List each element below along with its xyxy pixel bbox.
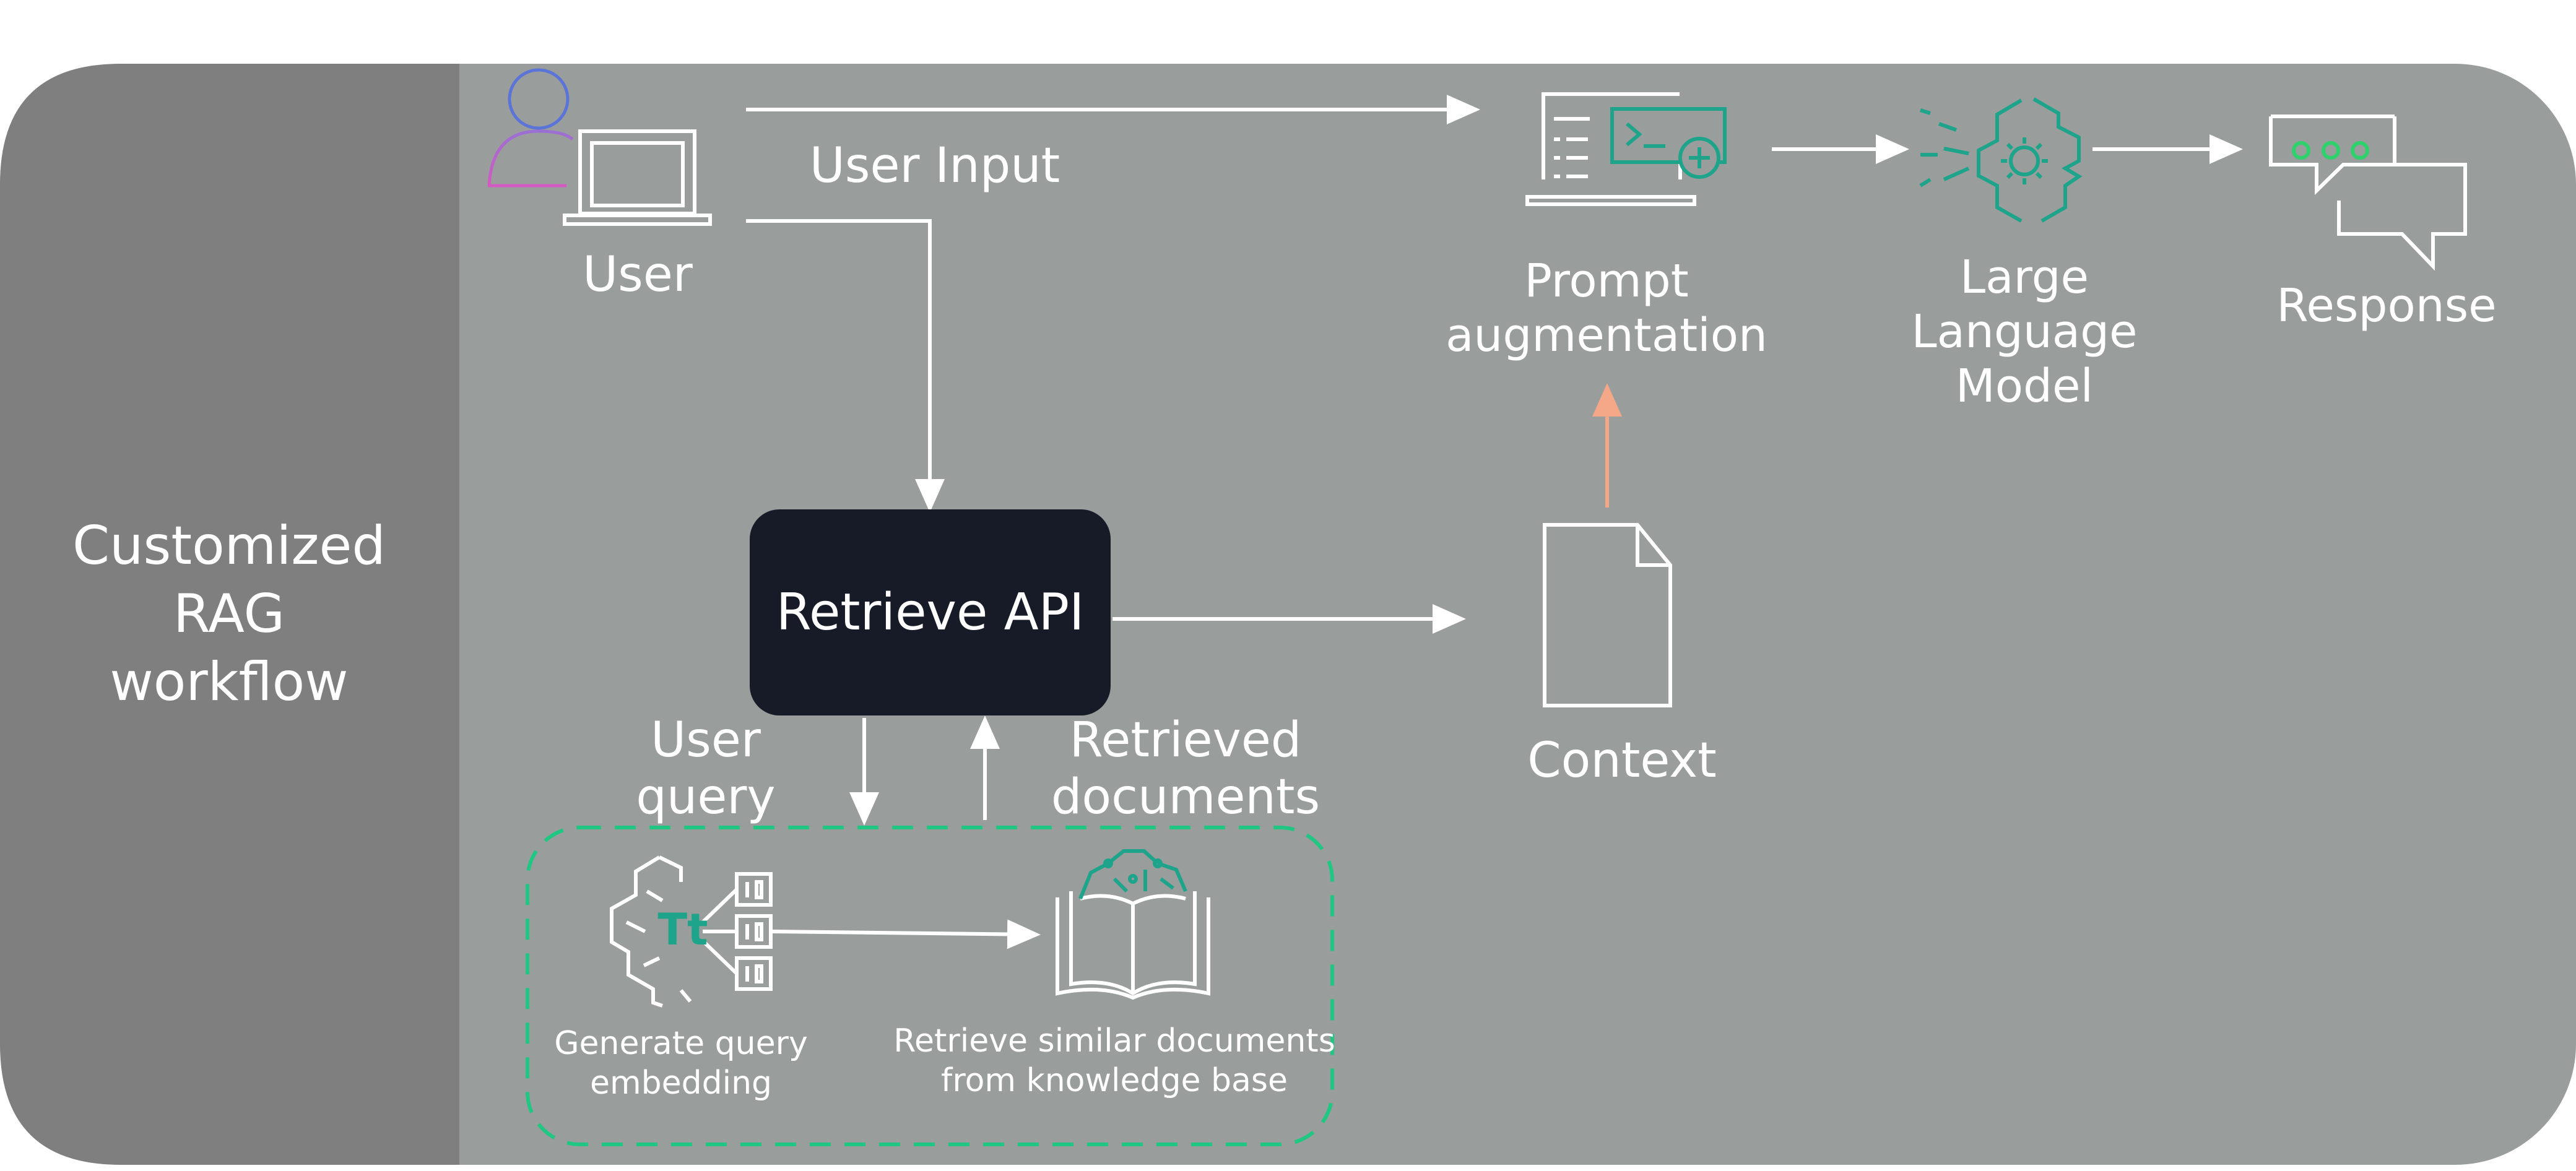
retrieve-similar-label: Retrieve similar documents from knowledg… (885, 1021, 1343, 1100)
generate-line-2: embedding (589, 1065, 773, 1102)
main-panel (0, 64, 2576, 1165)
llm-line-2: Language (1911, 305, 2138, 358)
user-query-line-2: query (636, 769, 776, 825)
retrieve-similar-line-2: from knowledge base (941, 1062, 1288, 1099)
llm-line-3: Model (1955, 360, 2094, 413)
context-label: Context (1527, 733, 1717, 789)
user-input-label: User Input (809, 138, 1060, 194)
user-person-icon (487, 68, 574, 188)
title-line-1: Customized (72, 515, 386, 577)
laptop-icon (563, 129, 712, 226)
sidebar-panel (0, 64, 459, 1165)
chat-bubbles-icon (2269, 115, 2467, 271)
retrieve-similar-line-1: Retrieve similar documents (893, 1022, 1335, 1060)
response-label: Response (2276, 279, 2497, 332)
open-book-network-icon (1056, 849, 1210, 1000)
embedding-head-icon (610, 855, 773, 1008)
retrieved-documents-label: Retrieved documents (1025, 712, 1347, 826)
response-dots (2292, 141, 2369, 160)
arrow-embedding-to-retrieve (772, 919, 1041, 949)
retrieve-api-label: Retrieve API (776, 583, 1085, 642)
prompt-augmentation-label: Prompt augmentation (1381, 254, 1832, 363)
knowledge-base-group (526, 826, 1334, 1146)
generate-embedding-label: Generate query embedding (545, 1024, 817, 1103)
prompt-line-2: augmentation (1446, 309, 1767, 362)
brain-gear-icon (1919, 97, 2083, 223)
llm-line-1: Large (1959, 251, 2089, 304)
workflow-title: Customized RAG workflow (0, 512, 458, 716)
retrieve-api-box: Retrieve API (750, 509, 1111, 715)
title-line-3: workflow (110, 651, 349, 713)
document-icon (1543, 523, 1672, 707)
user-label: User (583, 247, 693, 303)
prompt-line-1: Prompt (1524, 254, 1689, 308)
arrow-user-to-api (746, 219, 945, 512)
prompt-terminal-icon (1525, 92, 1727, 206)
retrieved-line-1: Retrieved (1069, 712, 1302, 768)
retrieved-line-2: documents (1051, 769, 1321, 825)
generate-line-1: Generate query (554, 1025, 808, 1062)
user-query-label: User query (607, 712, 805, 826)
user-query-line-1: User (651, 712, 761, 768)
llm-label: Large Language Model (1870, 250, 2179, 413)
tt-glyph: Tt (657, 904, 708, 955)
title-line-2: RAG (173, 583, 285, 645)
